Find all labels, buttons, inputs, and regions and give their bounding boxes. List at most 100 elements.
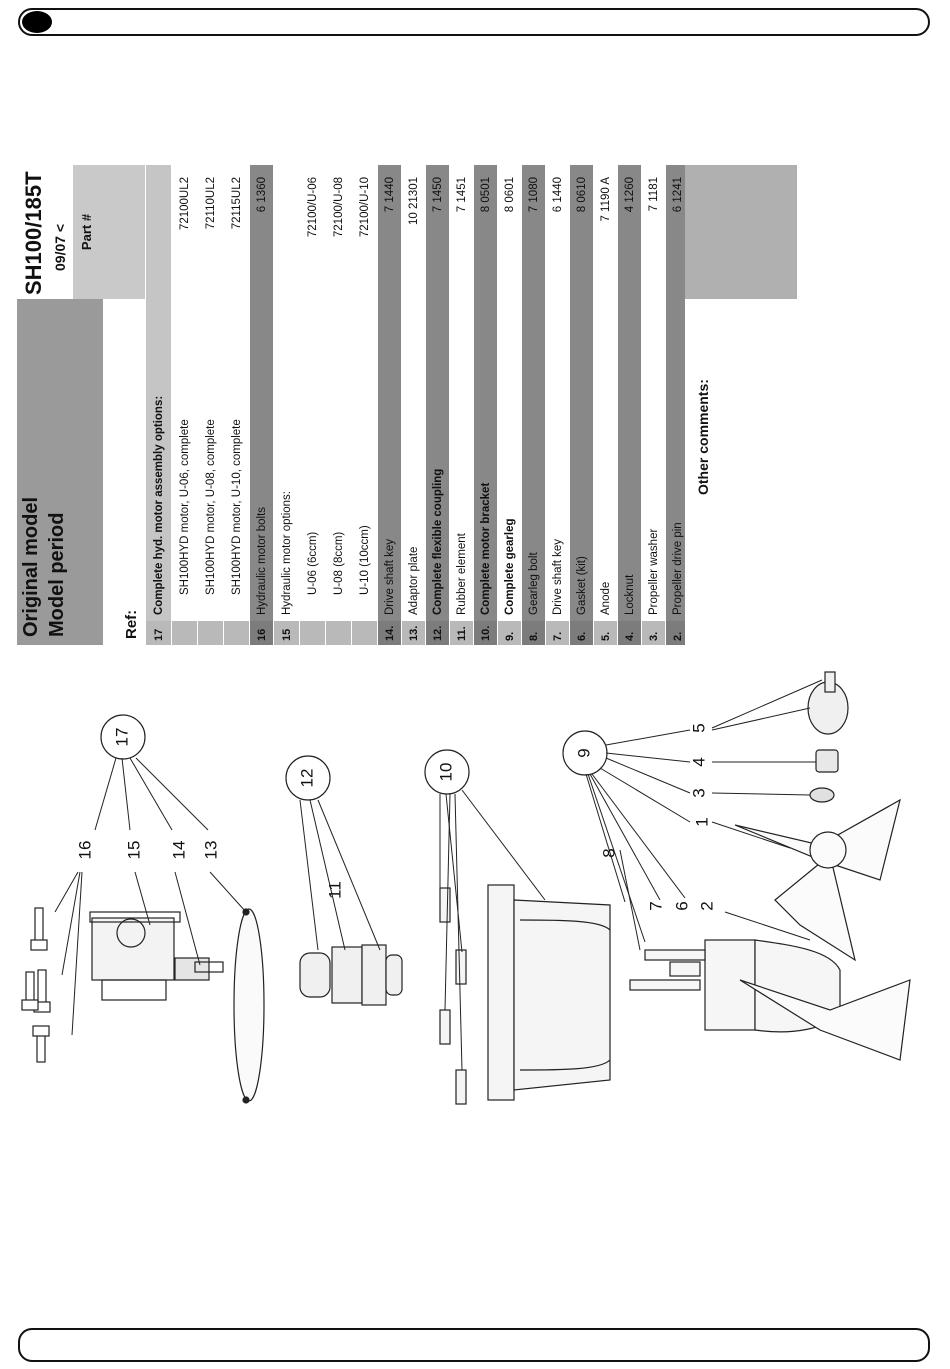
- description-cell-text: Drive shaft key: [383, 538, 396, 615]
- callout-12: 12: [297, 769, 316, 788]
- description-cell-text: Rubber element: [455, 533, 468, 615]
- description-cell-text: Complete gearleg: [503, 518, 516, 616]
- description-cell: Adaptor plate: [402, 299, 425, 621]
- ref-cell: [198, 621, 223, 645]
- callout-16: 16: [75, 841, 94, 860]
- ref-cell-text: 6.: [575, 631, 588, 641]
- description-cell: SH100HYD motor, U-06, complete: [172, 299, 197, 621]
- part-number-cell-text: 72110UL2: [204, 177, 217, 230]
- description-cell-text: SH100HYD motor, U-10, complete: [230, 419, 243, 595]
- ref-cell: 10.: [474, 621, 497, 645]
- motor-bracket-icon: [439, 884, 611, 1105]
- part-number-cell: 72110UL2: [198, 165, 223, 299]
- callout-8: 8: [599, 848, 618, 857]
- part-number-cell: [146, 165, 171, 299]
- description-cell-text: U-08 (8ccm): [332, 531, 345, 595]
- description-cell: Gasket (kit): [570, 299, 593, 621]
- table-row: 17 Complete hyd. motor assembly options:: [145, 165, 171, 645]
- ref-header: Ref:: [103, 299, 145, 645]
- ref-header-label: Ref:: [123, 609, 140, 639]
- description-cell: Anode: [594, 299, 617, 621]
- table-row: U-10 (10ccm)72100/U-10: [351, 165, 377, 645]
- callout-3: 3: [689, 788, 708, 797]
- description-cell-text: Adaptor plate: [407, 546, 420, 615]
- description-cell: Complete flexible coupling: [426, 299, 449, 621]
- description-cell: Hydraulic motor options:: [274, 299, 299, 621]
- part-number-cell-text: 6 1360: [255, 177, 268, 213]
- callout-circles: [100, 714, 608, 801]
- part-number-cell: 7 1450: [426, 165, 449, 299]
- part-number-cell: 7 1181: [642, 165, 665, 299]
- part-number-cell: 10 21301: [402, 165, 425, 299]
- table-row: 16 Hydraulic motor bolts 6 1360: [249, 165, 273, 645]
- part-number-cell-text: 7 1181: [647, 177, 660, 212]
- anode-icon: [807, 671, 849, 735]
- callout-labels: 17 16 15 14 13 12 11 10 9 8 7 6 5 4 3 2 …: [75, 723, 716, 910]
- part-number-cell: 8 0501: [474, 165, 497, 299]
- ref-cell-text: 12.: [431, 625, 444, 641]
- callout-14: 14: [169, 841, 188, 860]
- description-cell: U-06 (6ccm): [300, 299, 325, 621]
- model-period-value: 09/07 <: [52, 223, 68, 271]
- part-number-cell-text: 4 1260: [623, 177, 636, 213]
- description-cell-text: U-06 (6ccm): [306, 531, 319, 595]
- description-cell-text: Complete flexible coupling: [431, 468, 444, 615]
- description-cell-text: Gasket (kit): [575, 556, 588, 615]
- part-number-cell: 7 1451: [450, 165, 473, 299]
- part-header-label: Part #: [79, 213, 94, 251]
- part-number-cell-text: 8 0610: [575, 177, 588, 213]
- description-cell: Drive shaft key: [378, 299, 401, 621]
- description-cell: Locknut: [618, 299, 641, 621]
- callout-6: 6: [672, 901, 691, 910]
- table-row: 13. Adaptor plate 10 21301: [401, 165, 425, 645]
- part-number-cell-text: 7 1450: [431, 177, 444, 213]
- part-number-cell-text: 72100/U-06: [306, 177, 319, 238]
- part-number-cell-text: 72100/U-10: [358, 177, 371, 238]
- part-number-cell-text: 6 1440: [551, 177, 564, 213]
- ref-cell: 8.: [522, 621, 545, 645]
- ref-cell: [326, 621, 351, 645]
- callout-7: 7: [646, 901, 665, 910]
- ref-cell: [172, 621, 197, 645]
- part-number-cell: 6 1360: [250, 165, 273, 299]
- model-info: Original model Model period: [17, 299, 103, 645]
- part-number-cell: 7 1190 A: [594, 165, 617, 299]
- description-cell-text: Locknut: [623, 574, 636, 615]
- motor-bolts-icon: [21, 907, 51, 1063]
- part-number-cell: 72115UL2: [224, 165, 249, 299]
- part-number-cell: 8 0610: [570, 165, 593, 299]
- part-number-cell: 72100/U-06: [300, 165, 325, 299]
- description-cell: SH100HYD motor, U-10, complete: [224, 299, 249, 621]
- part-number-cell-text: 72100UL2: [178, 177, 191, 231]
- propeller-icon: [734, 798, 911, 1061]
- callout-15: 15: [124, 841, 143, 860]
- ref-cell-text: 2.: [671, 631, 684, 641]
- leader-lines: [54, 679, 823, 1071]
- description-cell-text: Complete hyd. motor assembly options:: [152, 395, 165, 615]
- description-cell: Complete gearleg: [498, 299, 521, 621]
- ref-cell-text: 9.: [503, 631, 516, 641]
- model-period-label: Model period: [46, 512, 68, 637]
- description-cell-text: Hydraulic motor options:: [280, 491, 293, 615]
- comments-box: Other comments:: [685, 165, 817, 645]
- description-cell: Rubber element: [450, 299, 473, 621]
- header-bullet-icon: [22, 11, 52, 33]
- part-number-cell: 4 1260: [618, 165, 641, 299]
- ref-cell: 17: [146, 621, 171, 645]
- table-row: U-08 (8ccm)72100/U-08: [325, 165, 351, 645]
- description-cell: Hydraulic motor bolts: [250, 299, 273, 621]
- description-cell: Gearleg bolt: [522, 299, 545, 621]
- ref-cell-text: 13.: [407, 625, 420, 641]
- callout-5: 5: [689, 723, 708, 732]
- description-cell-text: SH100HYD motor, U-06, complete: [178, 419, 191, 595]
- comments-area: Other comments:: [685, 299, 817, 645]
- description-cell: Complete motor bracket: [474, 299, 497, 621]
- comments-label: Other comments:: [695, 379, 711, 495]
- hydraulic-motor-icon: [89, 911, 224, 1001]
- ref-cell-text: 16: [255, 628, 268, 641]
- ref-cell: 11.: [450, 621, 473, 645]
